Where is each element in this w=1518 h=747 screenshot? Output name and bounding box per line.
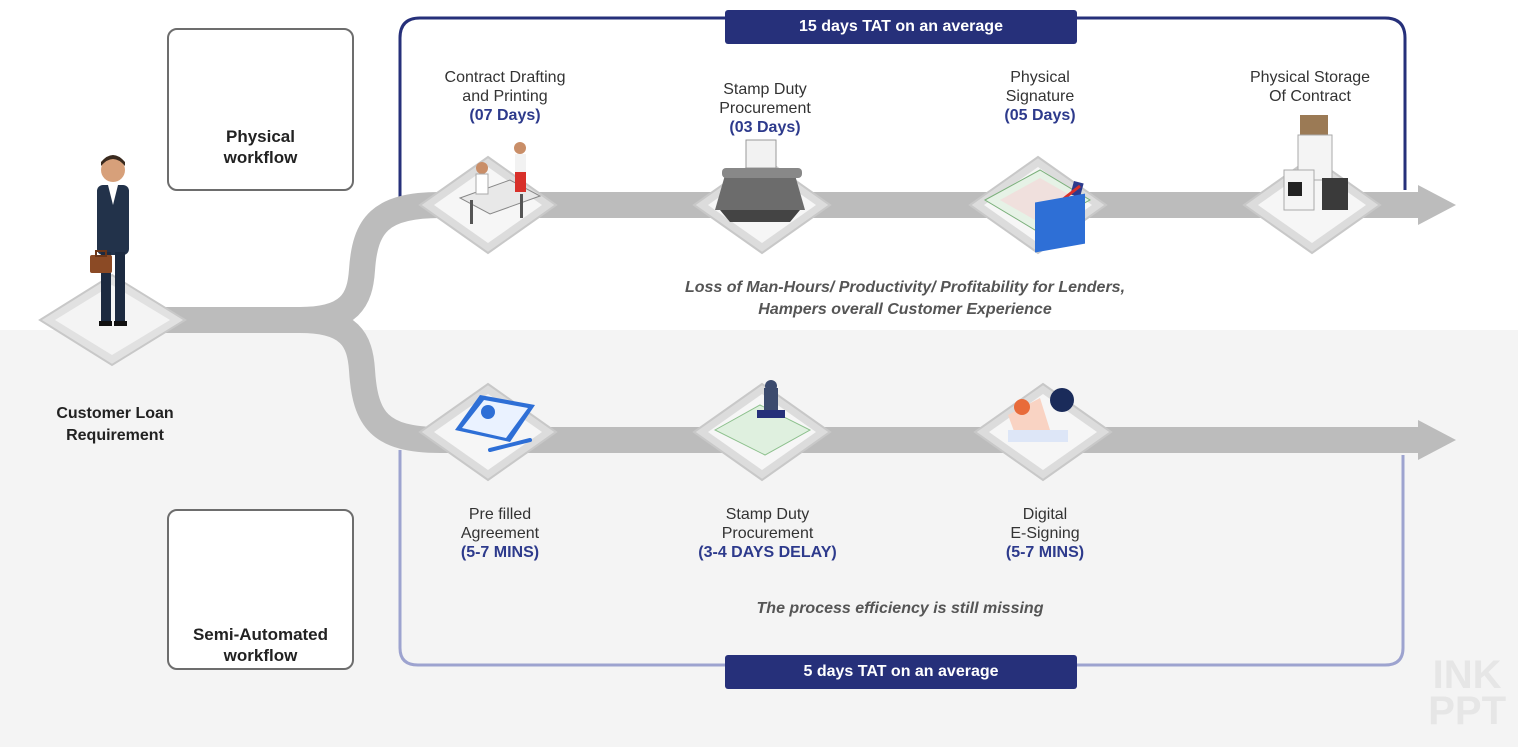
customer-platform	[38, 273, 187, 367]
semi-workflow-label: Semi-Automated workflow	[167, 624, 354, 666]
storage-cabinet-icon	[1283, 115, 1348, 211]
drafting-desk-icon	[458, 142, 542, 224]
semi-workflow-card	[167, 509, 354, 670]
step-duration: (5-7 MINS)	[1005, 544, 1085, 561]
physical-step-3: Physical Signature (05 Days)	[965, 68, 1115, 125]
customer-label: Customer Loan Requirement	[30, 403, 200, 447]
physical-impact-note: Loss of Man-Hours/ Productivity/ Profita…	[520, 277, 1290, 321]
digital-stamp-icon	[713, 380, 812, 456]
businessman-icon	[90, 155, 129, 326]
physical-step-2: Stamp Duty Procurement (03 Days)	[690, 80, 840, 137]
semi-impact-note: The process efficiency is still missing	[756, 600, 1044, 617]
semi-arrowhead	[1418, 420, 1456, 460]
signature-document-icon	[983, 169, 1092, 231]
typewriter-icon	[715, 139, 805, 222]
watermark-top: INK	[1432, 653, 1502, 697]
step-line1: Physical	[1010, 69, 1070, 86]
semi-step-2: Stamp Duty Procurement (3-4 DAYS DELAY)	[660, 505, 875, 562]
inkppt-watermark: INK PPT	[1428, 655, 1506, 731]
physical-workflow-label-line2: workflow	[223, 148, 298, 167]
step-duration: (05 Days)	[1004, 107, 1076, 124]
step-duration: (5-7 MINS)	[460, 544, 540, 561]
step-line2: Procurement	[721, 525, 814, 542]
step-duration: (3-4 DAYS DELAY)	[698, 544, 837, 561]
physical-workflow-card	[167, 28, 354, 191]
prefilled-agreement-icon	[455, 395, 535, 452]
step-line1: Digital	[1022, 506, 1068, 523]
step-line1: Stamp Duty	[725, 506, 810, 523]
physical-workflow-label-line1: Physical	[226, 127, 295, 146]
step-line2: E-Signing	[1010, 525, 1080, 542]
digital-esign-icon	[1008, 193, 1085, 442]
step-line1: Pre filled	[468, 506, 532, 523]
physical-tat-banner: 15 days TAT on an average	[725, 10, 1077, 44]
physical-note-line2: Hampers overall Customer Experience	[758, 301, 1052, 318]
physical-step-4: Physical Storage Of Contract	[1225, 68, 1395, 106]
semi-workflow-label-line2: workflow	[223, 646, 298, 665]
customer-label-line2: Requirement	[66, 427, 164, 444]
physical-arrowhead	[1418, 185, 1456, 225]
step-line1: Stamp Duty	[723, 81, 807, 98]
physical-step-1: Contract Drafting and Printing (07 Days)	[420, 68, 590, 125]
step-line2: and Printing	[462, 88, 548, 105]
step-line2: Procurement	[719, 100, 811, 117]
semi-step-1: Pre filled Agreement (5-7 MINS)	[420, 505, 580, 562]
physical-note-line1: Loss of Man-Hours/ Productivity/ Profita…	[684, 279, 1126, 296]
step-line2: Agreement	[460, 525, 540, 542]
watermark-bottom: PPT	[1428, 689, 1506, 733]
step-duration: (03 Days)	[729, 119, 801, 136]
customer-label-line1: Customer Loan	[56, 405, 174, 422]
step-duration: (07 Days)	[469, 107, 541, 124]
step-line2: Signature	[1005, 88, 1075, 105]
physical-workflow-label: Physical workflow	[169, 126, 352, 168]
semi-step-3: Digital E-Signing (5-7 MINS)	[970, 505, 1120, 562]
semi-tat-banner: 5 days TAT on an average	[725, 655, 1077, 689]
semi-workflow-label-line1: Semi-Automated	[192, 625, 329, 644]
step-line2: Of Contract	[1269, 88, 1351, 105]
step-line1: Physical Storage	[1249, 69, 1371, 86]
road-paths	[150, 192, 1420, 453]
step-line1: Contract Drafting	[444, 69, 566, 86]
